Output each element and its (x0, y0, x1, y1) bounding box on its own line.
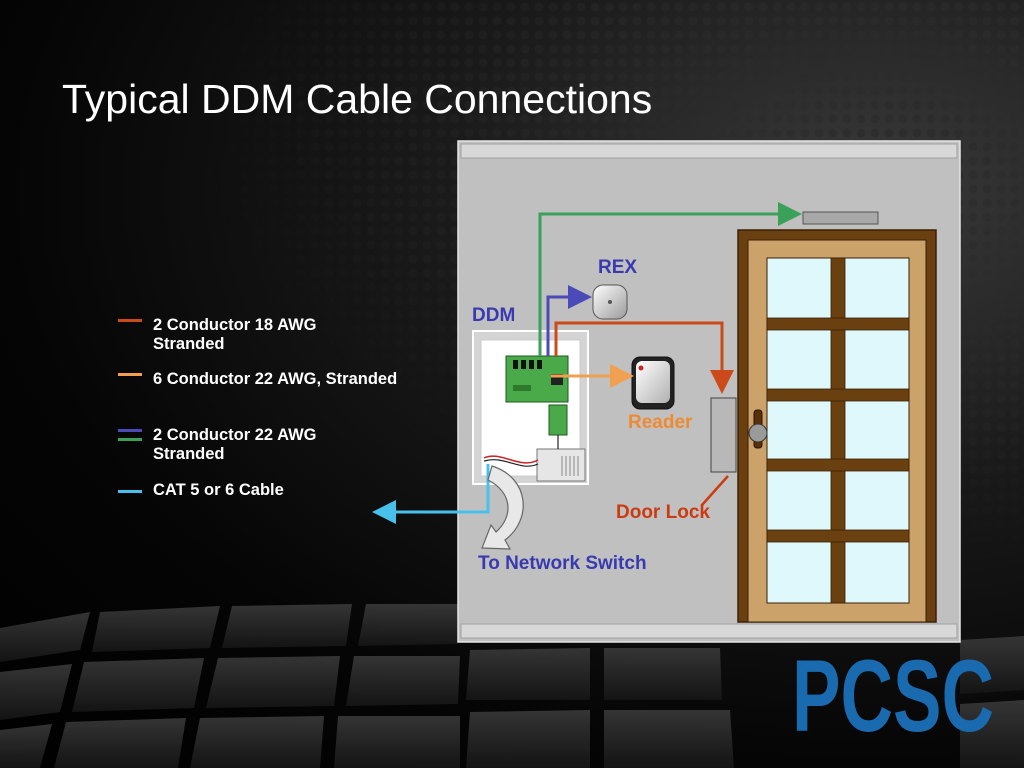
door-knob (748, 423, 768, 443)
legend-label: 6 Conductor 22 AWG, Stranded (153, 370, 398, 388)
logo-text: PCSC (792, 639, 994, 753)
ddm-label: DDM (472, 305, 515, 326)
legend-swatch-green (118, 438, 142, 441)
legend-label: CAT 5 or 6 Cable (153, 481, 284, 499)
reader-label: Reader (628, 412, 693, 433)
legend-item-22awg-2c: 2 Conductor 22 AWG Stranded (118, 426, 317, 464)
door-lock-label: Door Lock (616, 502, 710, 523)
card-reader (631, 356, 675, 410)
ddm-power-supply (536, 448, 586, 482)
door-lock-device (710, 397, 737, 473)
legend-label: 2 Conductor 22 AWG Stranded (153, 426, 317, 463)
cable-green-to-strike (538, 202, 802, 356)
pcsc-logo: PCSC (792, 639, 994, 753)
cable-red-to-lock (554, 321, 734, 394)
legend-swatch-red (118, 319, 142, 322)
legend-item-18awg-2c: 2 Conductor 18 AWG Stranded (118, 316, 317, 354)
door-strike-bar (802, 211, 879, 225)
rex-sensor (592, 284, 628, 320)
door-lock-pointer (701, 475, 729, 506)
rex-label: REX (598, 257, 637, 278)
legend-swatch-group (118, 481, 153, 499)
cable-blue-to-rex (546, 285, 592, 356)
legend-label: 2 Conductor 18 AWG Stranded (153, 316, 317, 353)
network-switch-label: To Network Switch (478, 553, 647, 574)
legend-swatch-blue (118, 429, 142, 432)
legend-item-cat5: CAT 5 or 6 Cable (118, 481, 284, 500)
door (737, 229, 937, 623)
curved-arrow-icon (481, 465, 524, 550)
floor-tiles (0, 604, 1024, 768)
legend-swatch-group (118, 426, 153, 447)
ddm-enclosure (472, 330, 589, 485)
legend-swatch-group (118, 316, 153, 328)
legend-swatch-orange (118, 373, 142, 376)
slide-title: Typical DDM Cable Connections (62, 76, 653, 122)
legend-swatch-group (118, 370, 153, 382)
legend-item-22awg-6c: 6 Conductor 22 AWG, Stranded (118, 370, 397, 389)
legend-swatch-cyan (118, 490, 142, 493)
